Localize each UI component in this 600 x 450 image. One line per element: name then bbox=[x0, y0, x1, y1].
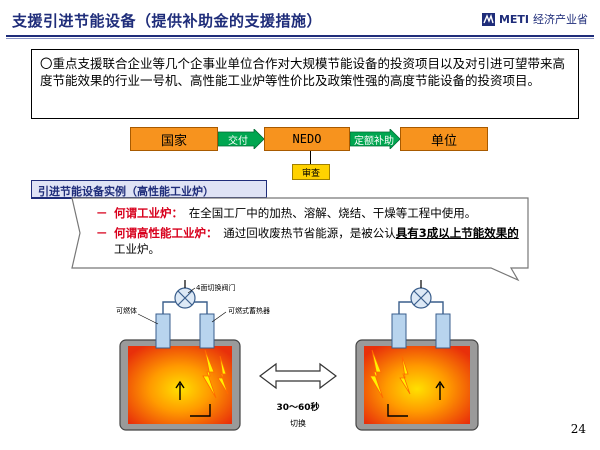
title-bar: 支援引进节能设备（提供补助金的支援措施） METI 经济产业省 bbox=[6, 8, 594, 39]
logo-latin: METI bbox=[498, 12, 529, 26]
nedo-node: NEDO bbox=[264, 127, 350, 151]
burner-label: 可燃体 bbox=[116, 306, 137, 315]
definition-part-1: 通过回收废热节省能源，是被公认 bbox=[211, 226, 396, 240]
subsidy-arrow bbox=[350, 129, 400, 149]
definition-emphasis: 具有3成以上节能效果的 bbox=[395, 226, 519, 240]
list-item-text: 何谓工业炉： 在全国工厂中的加热、溶解、烧结、干燥等工程中使用。 bbox=[114, 205, 476, 221]
list-bullet: － bbox=[96, 226, 108, 240]
grant-label: 交付 bbox=[228, 136, 248, 147]
unit-node: 单位 bbox=[400, 127, 488, 151]
meti-logo-icon bbox=[481, 12, 495, 26]
example-heading: 引进节能设备实例（高性能工业炉） bbox=[31, 180, 267, 199]
review-tag: 审查 bbox=[292, 164, 330, 180]
list-item: － 何谓工业炉： 在全国工厂中的加热、溶解、烧结、干燥等工程中使用。 bbox=[96, 205, 526, 221]
furnace-left bbox=[119, 280, 241, 431]
title-rule bbox=[6, 35, 594, 37]
state-node: 国家 bbox=[130, 127, 218, 151]
subsidy-label: 定额补助 bbox=[354, 136, 394, 147]
list-item-text: 何谓高性能工业炉： 通过回收废热节省能源，是被公认具有3成以上节能效果的工业炉。 bbox=[114, 225, 526, 257]
furnace-right bbox=[355, 280, 479, 431]
logo-cjk: 经济产业省 bbox=[533, 13, 588, 26]
term-industrial-furnace: 何谓工业炉： bbox=[114, 206, 178, 220]
definition-industrial-furnace: 在全国工厂中的加热、溶解、烧结、干燥等工程中使用。 bbox=[177, 206, 477, 220]
list-bullet: － bbox=[96, 206, 108, 220]
callout-bubble bbox=[71, 197, 529, 282]
page-number: 24 bbox=[570, 422, 586, 436]
funding-flow: 国家 交付 NEDO 定额补助 单位 审查 bbox=[0, 124, 600, 184]
meti-logo: METI 经济产业省 bbox=[481, 11, 588, 27]
page-title: 支援引进节能设备（提供补助金的支援措施） bbox=[12, 12, 323, 30]
switch-double-arrow bbox=[259, 362, 337, 390]
definition-part-2: 工业炉。 bbox=[114, 242, 160, 256]
intro-box: 〇重点支援联合企业等几个企事业单位合作对大规模节能设备的投资项目以及对引进可望带… bbox=[31, 49, 579, 119]
grant-arrow bbox=[218, 129, 264, 149]
review-connector bbox=[310, 151, 311, 164]
furnace-diagram: 4面切换阀门 可燃体 可燃式蓄热器 30～60秒 切换 bbox=[116, 280, 479, 431]
term-high-performance-furnace: 何谓高性能工业炉： bbox=[114, 226, 212, 240]
regenerator-label: 可燃式蓄热器 bbox=[228, 306, 270, 315]
switch-valve-label: 4面切换阀门 bbox=[196, 283, 235, 292]
switch-label: 切换 bbox=[290, 418, 306, 428]
list-item: － 何谓高性能工业炉： 通过回收废热节省能源，是被公认具有3成以上节能效果的工业… bbox=[96, 225, 526, 257]
example-list: － 何谓工业炉： 在全国工厂中的加热、溶解、烧结、干燥等工程中使用。 － 何谓高… bbox=[96, 205, 526, 261]
interval-label: 30～60秒 bbox=[276, 401, 319, 413]
title-rule-thin bbox=[6, 38, 594, 39]
